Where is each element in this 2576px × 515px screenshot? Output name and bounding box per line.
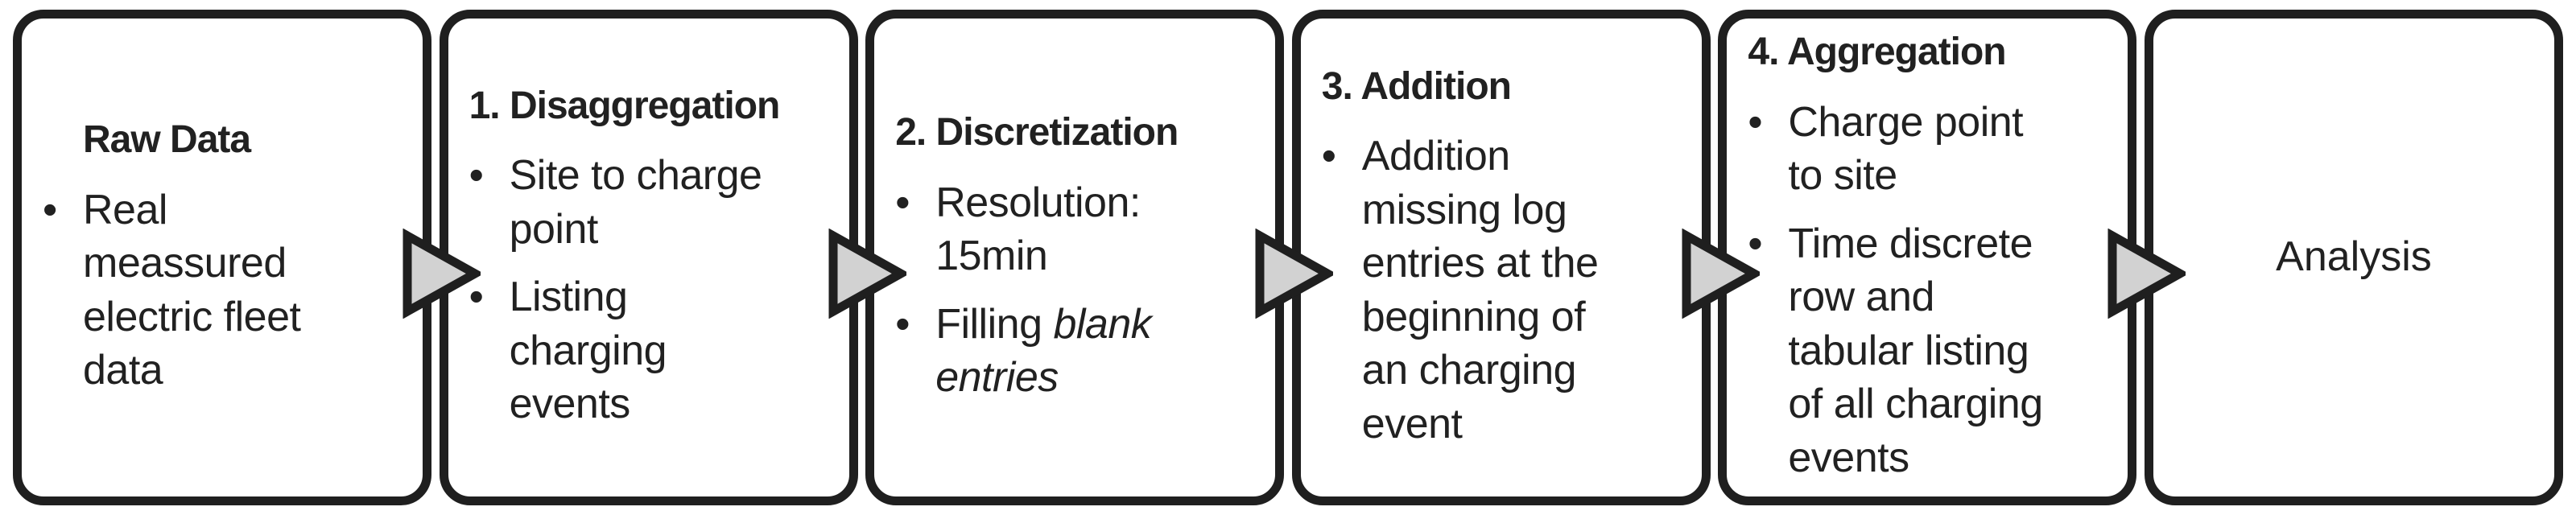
step-bullet-list: • Site to charge point • Listing charging e…: [469, 149, 833, 431]
step-bullet-list: • Real meassured electric fleet data: [43, 183, 407, 398]
step-title-disaggregation: 1. Disaggregation: [469, 84, 781, 128]
bullet-item: • Time discrete row and tabular listing o…: [1748, 217, 2112, 485]
bullet-item: • Addition missing log entries at the beg…: [1322, 130, 1686, 451]
step-box-discretization: 2. Discretization • Resolution: 15min • Fil…: [865, 10, 1285, 505]
step-title-raw-data: Raw Data: [83, 118, 251, 162]
bullet-marker: •: [895, 179, 910, 226]
step-box-aggregation: 4. Aggregation • Charge point to site • Tim…: [1718, 10, 2137, 505]
step-title-analysis: Analysis: [2276, 233, 2432, 281]
bullet-marker: •: [469, 152, 484, 200]
bullet-item: • Charge point to site: [1748, 96, 2112, 203]
step-box-raw-data: Raw Data • Real meassured electric fleet …: [13, 10, 431, 505]
bullet-marker: •: [1748, 98, 1763, 146]
step-box-addition: 3. Addition • Addition missing log entrie…: [1291, 10, 1711, 505]
step-title-addition: 3. Addition: [1321, 64, 1512, 108]
bullet-marker: •: [43, 186, 58, 233]
process-steps-row: Raw Data • Real meassured electric fleet …: [13, 10, 2563, 505]
bullet-text: Site to charge point: [509, 152, 762, 253]
right-arrow-icon: [1679, 229, 1760, 319]
bullet-marker: •: [1321, 132, 1336, 179]
bullet-item: • Site to charge point: [469, 149, 833, 256]
bullet-text: Charge point to site: [1788, 98, 2024, 200]
step-box-analysis: Analysis: [2144, 10, 2563, 505]
bullet-item: • Real meassured electric fleet data: [43, 183, 407, 398]
right-arrow-icon: [1253, 229, 1333, 319]
step-bullet-list: • Resolution: 15min • Filling blank entries: [895, 176, 1259, 405]
bullet-marker: •: [1748, 220, 1763, 267]
bullet-text: Listing charging events: [509, 274, 667, 428]
step-bullet-list: • Addition missing log entries at the beg…: [1322, 130, 1686, 451]
bullet-marker: •: [469, 274, 484, 321]
step-title-discretization: 2. Discretization: [895, 111, 1179, 154]
bullet-text: Resolution: 15min: [935, 179, 1141, 280]
bullet-text: Filling blank entries: [935, 300, 1152, 402]
step-bullet-list: • Charge point to site • Time discrete row …: [1748, 96, 2112, 485]
right-arrow-icon: [2105, 229, 2186, 319]
bullet-text: Real meassured electric fleet data: [83, 186, 301, 394]
bullet-item: • Filling blank entries: [895, 298, 1259, 405]
bullet-text: Time discrete row and tabular listing of…: [1788, 220, 2043, 481]
bullet-marker: •: [895, 300, 910, 348]
bullet-item: • Resolution: 15min: [895, 176, 1259, 283]
right-arrow-icon: [826, 229, 907, 319]
bullet-item: • Listing charging events: [469, 270, 833, 431]
step-title-aggregation: 4. Aggregation: [1748, 31, 2006, 74]
right-arrow-icon: [400, 229, 481, 319]
step-box-disaggregation: 1. Disaggregation •Site to charge point•…: [439, 10, 858, 505]
bullet-text: Addition missing log entries at the begi…: [1361, 132, 1599, 447]
